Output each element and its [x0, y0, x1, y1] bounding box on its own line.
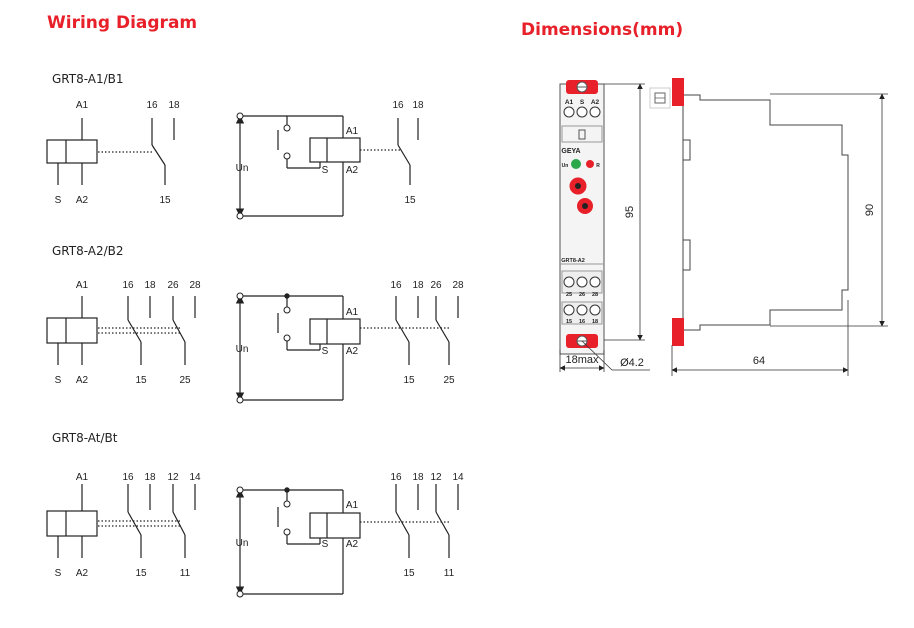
coil-s-label: S [55, 195, 62, 206]
contact-top-label: 12 [167, 472, 179, 483]
indicator-r-label: R [596, 163, 600, 169]
supply-label: Un [236, 344, 249, 355]
contact-top-label: 16 [122, 280, 134, 291]
coil-a2-label: A2 [76, 375, 89, 386]
coil-s-label: S [55, 568, 62, 579]
model-label-a2b2: GRT8-A2/B2 [52, 244, 124, 258]
contact-bottom-label: 15 [135, 375, 147, 386]
wiring-diagram-title: Wiring Diagram [47, 13, 198, 33]
circuit-a2-label: A2 [346, 165, 359, 176]
coil-s-label: S [55, 375, 62, 386]
contact-bottom-label: 15 [135, 568, 147, 579]
device-terminal-label: S [580, 99, 585, 106]
coil-a2-label: A2 [76, 568, 89, 579]
contact-top-label: 16 [122, 472, 134, 483]
device-side-view [682, 84, 849, 340]
circuit-contact-label: 16 [390, 280, 402, 291]
contact-top-label: 14 [189, 472, 201, 483]
dimensions-title: Dimensions(mm) [521, 20, 684, 40]
coil-a1-label: A1 [76, 100, 89, 111]
circuit-a1-label: A1 [346, 126, 359, 137]
circuit-s-label: S [322, 165, 329, 176]
circuit-contact-label: 18 [412, 100, 424, 111]
indicator-un-label: Un [562, 163, 569, 169]
device-terminal-label: 26 [579, 292, 585, 298]
device-terminal-label: 28 [592, 292, 598, 298]
side-top-clip [672, 78, 684, 106]
supply-label: Un [236, 538, 249, 549]
circuit-contact-label: 25 [443, 375, 455, 386]
device-terminal-label: 25 [566, 292, 572, 298]
device-model-label: GRT8-A2 [561, 258, 585, 264]
contact-top-label: 18 [144, 472, 156, 483]
schematic-atbt [46, 484, 459, 595]
contact-bottom-label: 11 [180, 568, 191, 579]
terminals-a1b1 [236, 112, 291, 220]
circuit-contact-label: 14 [452, 472, 464, 483]
circuit-contact-label: 28 [452, 280, 464, 291]
device-terminal-label: A1 [565, 99, 574, 106]
circuit-contact-label: 18 [412, 472, 424, 483]
device-front-view [559, 80, 605, 355]
circuit-contact-label: 11 [444, 568, 455, 579]
circuit-contact-label: 26 [430, 280, 442, 291]
circuit-contact-label: 12 [430, 472, 442, 483]
dimension-height-inner: 90 [864, 204, 876, 216]
circuit-a2-label: A2 [346, 346, 359, 357]
circuit-a2-label: A2 [346, 539, 359, 550]
device-terminal-label: 16 [579, 319, 585, 325]
circuit-contact-label: 18 [412, 280, 424, 291]
side-dimension-lines [671, 93, 888, 376]
device-terminal-label: A2 [591, 99, 600, 106]
contact-bottom-label: 25 [179, 375, 191, 386]
supply-label: Un [236, 163, 249, 174]
coil-a2-label: A2 [76, 195, 89, 206]
device-terminal-label: 15 [566, 319, 572, 325]
circuit-s-label: S [322, 539, 329, 550]
contact-bottom-label: 15 [159, 195, 171, 206]
dimension-width: 18max [565, 354, 599, 366]
device-brand: GEYA [561, 148, 580, 155]
dimension-hole: Ø4.2 [620, 357, 644, 369]
model-label-a1b1: GRT8-A1/B1 [52, 72, 124, 86]
device-terminal-label: 18 [592, 319, 598, 325]
schematic-a1b1 [46, 115, 419, 217]
contact-top-label: 18 [168, 100, 180, 111]
dimension-height-outer: 95 [624, 206, 636, 218]
coil-a1-label: A1 [76, 472, 89, 483]
contact-top-label: 28 [189, 280, 201, 291]
crop-icon[interactable] [649, 87, 671, 109]
terminals-a2b2 [236, 292, 291, 404]
side-bottom-clip [672, 318, 684, 346]
coil-a1-label: A1 [76, 280, 89, 291]
front-dimension-lines [559, 83, 650, 372]
schematic-a2b2 [46, 295, 459, 401]
contact-top-label: 16 [146, 100, 158, 111]
contact-top-label: 26 [167, 280, 179, 291]
circuit-contact-label: 15 [403, 568, 415, 579]
circuit-a1-label: A1 [346, 307, 359, 318]
model-label-atbt: GRT8-At/Bt [52, 431, 118, 445]
circuit-contact-label: 16 [392, 100, 404, 111]
circuit-a1-label: A1 [346, 500, 359, 511]
circuit-contact-label: 16 [390, 472, 402, 483]
terminals-atbt [236, 486, 291, 598]
dimension-depth: 64 [753, 355, 765, 367]
circuit-s-label: S [322, 346, 329, 357]
circuit-contact-label: 15 [404, 195, 416, 206]
circuit-contact-label: 15 [403, 375, 415, 386]
contact-top-label: 18 [144, 280, 156, 291]
